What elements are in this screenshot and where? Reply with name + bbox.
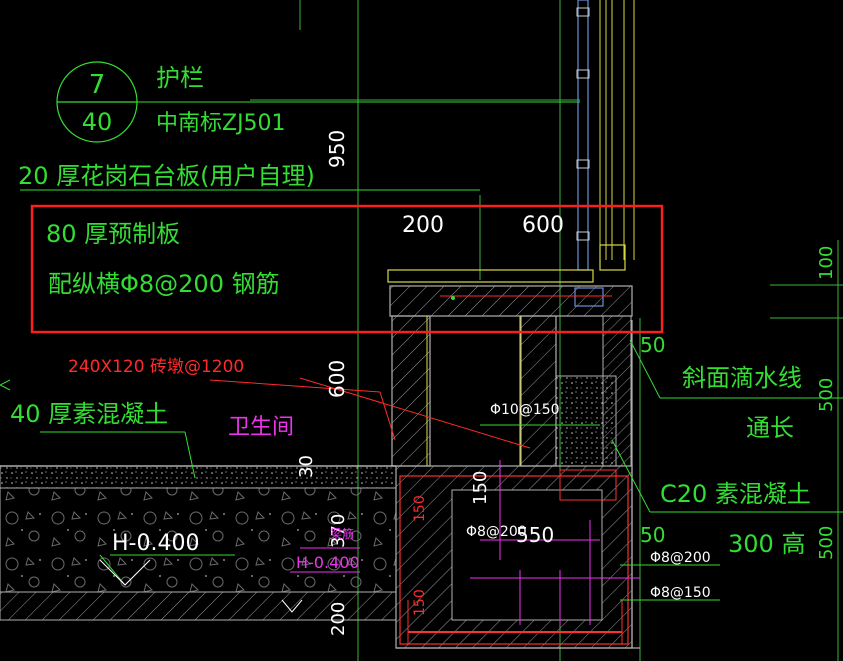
red-leaders	[209, 377, 531, 449]
railing-posts	[576, 0, 635, 271]
rebar-phi10-150: Φ10@150	[490, 402, 560, 418]
dim-50-b: 50	[640, 523, 665, 547]
brick-pier-label: 240X120 砖墩@1200	[68, 357, 244, 377]
drip-line-label: 斜面滴水线	[682, 364, 802, 392]
dim-100: 100	[816, 246, 837, 280]
dim-950: 950	[325, 130, 349, 168]
foundation	[395, 320, 640, 649]
plain-concrete-label: 40 厚素混凝土	[10, 400, 168, 428]
detail-marker: 7 40	[56, 61, 580, 143]
drip-line-extent-label: 通长	[746, 414, 794, 442]
rebar-phi8-200-b: Φ8@200	[650, 550, 711, 566]
detail-marker-top: 7	[89, 70, 106, 100]
railing-ref-label: 中南标ZJ501	[156, 111, 286, 136]
rebar-lines	[290, 460, 640, 625]
detail-marker-bottom: 40	[82, 108, 113, 136]
dim-30: 30	[296, 455, 317, 478]
bathroom-label: 卫生间	[228, 415, 294, 440]
rebar-phi8-200-a: Φ8@200	[466, 524, 527, 540]
dimensions: 950 200 600 600 30 150 370 200 H-0.400 Φ…	[112, 130, 711, 636]
dim-150-c: 150	[412, 589, 428, 616]
highlight-box	[30, 204, 664, 334]
dim-600-top: 600	[522, 213, 564, 238]
ground-layers	[0, 465, 397, 621]
elevation-markers	[99, 559, 303, 613]
railing-label: 护栏	[156, 64, 204, 92]
slab-assembly	[387, 269, 633, 317]
brick-piers	[391, 315, 632, 467]
slab-rebar-label: 配纵横Φ8@200 钢筋	[48, 270, 280, 298]
elevation-1: H-0.400	[112, 531, 199, 556]
colored-labels: 240X120 砖墩@1200 卫生间 H-0.400 梁筋 150 150	[68, 357, 428, 616]
rebar-phi8-150: Φ8@150	[650, 585, 711, 601]
dim-150-a: 150	[470, 471, 491, 505]
dim-370: 370	[328, 514, 349, 548]
dim-500-b: 500	[816, 526, 837, 560]
dim-200-bottom: 200	[328, 602, 349, 636]
dim-550: 550	[516, 523, 554, 547]
dim-150-b: 150	[412, 495, 428, 522]
c20-concrete-label: C20 素混凝土	[660, 480, 811, 508]
c20-height-label: 300 高	[728, 530, 805, 558]
green-leaders	[0, 189, 843, 601]
dim-500-a: 500	[816, 378, 837, 412]
elevation-2: H-0.400	[296, 553, 360, 572]
dim-50-a: 50	[640, 333, 665, 357]
precast-slab-label: 80 厚预制板	[46, 220, 180, 248]
granite-slab-label: 20 厚花岗石台板(用户自理)	[18, 162, 315, 190]
beam-label: 梁筋	[330, 526, 354, 541]
dim-200: 200	[402, 213, 444, 238]
annotations: 护栏 中南标ZJ501 20 厚花岗石台板(用户自理) 80 厚预制板 配纵横Φ…	[10, 64, 837, 560]
dim-600-left: 600	[325, 360, 349, 398]
